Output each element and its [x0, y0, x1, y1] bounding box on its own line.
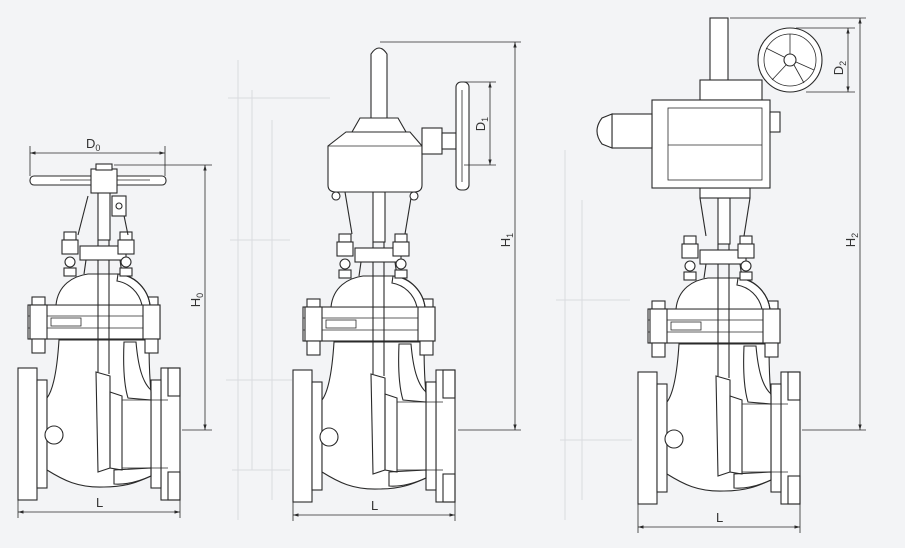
- handwheel-operator: [29, 163, 167, 241]
- valve-electric: D2 H2 L: [596, 17, 866, 533]
- electric-actuator: [596, 17, 823, 245]
- dimension-d1: D1: [464, 81, 496, 166]
- label-l-3: L: [716, 510, 723, 525]
- handwheel-icon: [757, 27, 823, 93]
- valve-bevel-gear: D1 H1 L: [292, 41, 521, 521]
- dimension-l-3: L: [637, 504, 801, 533]
- label-d0: D0: [86, 136, 100, 153]
- dimension-l-1: L: [17, 495, 181, 518]
- bevel-gear-operator: [327, 47, 470, 243]
- valve-handwheel: D0 H0 L: [17, 136, 212, 518]
- ghost-lines: [226, 60, 632, 520]
- dimension-d0: D0: [29, 136, 166, 176]
- dimension-l-2: L: [292, 498, 456, 521]
- label-h0: H0: [188, 293, 205, 307]
- dimension-h1: H1: [380, 41, 521, 431]
- dimension-h0: H0: [114, 164, 212, 431]
- label-h2: H2: [843, 233, 860, 247]
- dimension-h2: H2: [730, 17, 866, 431]
- dimension-d2: D2: [796, 27, 855, 93]
- label-h1: H1: [498, 233, 515, 247]
- label-l-1: L: [96, 495, 103, 510]
- label-d2: D2: [831, 61, 848, 75]
- label-l-2: L: [371, 498, 378, 513]
- label-d1: D1: [473, 117, 490, 131]
